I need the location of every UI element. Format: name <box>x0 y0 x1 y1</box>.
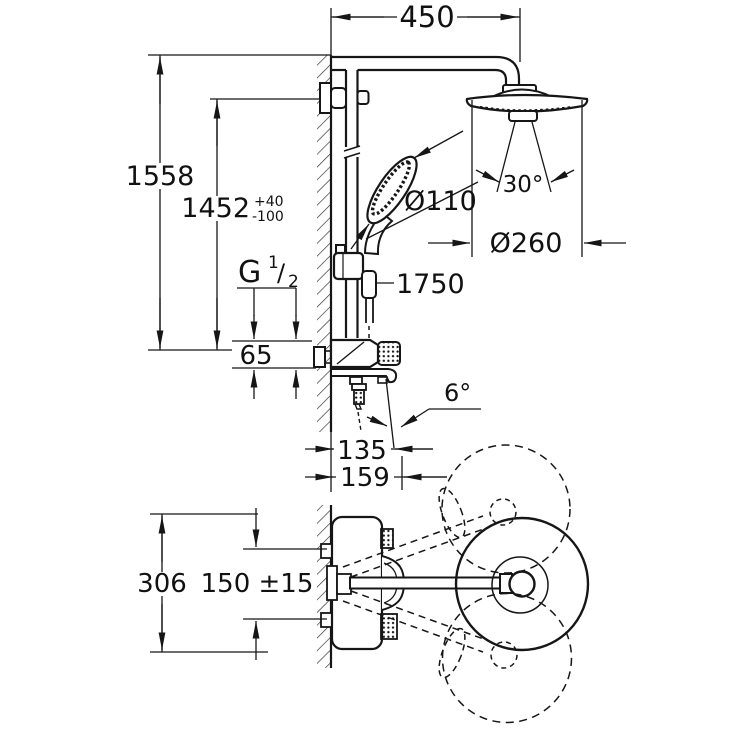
arm-plan <box>349 576 511 590</box>
thread-callout-g12 <box>237 287 297 316</box>
knob-plan-top <box>380 528 394 549</box>
supply-nub-top <box>320 543 333 559</box>
dim-label-1750: 1750 <box>396 269 465 300</box>
wall-union-plan <box>326 565 338 601</box>
dim-label-1452: 1452 <box>181 193 250 224</box>
dim-label-thread: G 1 / 2 <box>238 253 299 292</box>
dimension-arrows <box>156 13 626 660</box>
dim-label-65: 65 <box>239 341 272 371</box>
dimension-labels: 450 1558 1452 +40 -100 G 1 / 2 65 Ø110 3… <box>126 0 563 599</box>
rail-holder <box>332 244 377 344</box>
head-hub <box>508 570 536 598</box>
head-outline-plan <box>454 516 590 652</box>
shower-tray <box>330 368 398 384</box>
dim-label-dia260: Ø260 <box>490 228 563 259</box>
front-view <box>313 55 589 432</box>
knob-plan-bottom <box>380 613 398 640</box>
dim-label-159: 159 <box>340 463 390 493</box>
dimension-dia260 <box>471 100 583 257</box>
dim-label-tol-minus: -100 <box>252 209 284 225</box>
supply-union <box>313 346 326 368</box>
hand-shower-spray-face <box>370 160 412 216</box>
dim-label-306: 306 <box>137 569 187 599</box>
dimension-150 <box>243 548 327 620</box>
spray-angle-30 <box>496 121 552 193</box>
dim-label-30deg: 30° <box>503 172 544 198</box>
dim-label-6deg: 6° <box>444 379 471 407</box>
supply-nub-bottom <box>320 612 333 628</box>
shower-arm <box>331 55 521 86</box>
hand-shower <box>363 155 418 256</box>
rain-shower-head <box>465 84 589 122</box>
temperature-knob <box>377 341 401 366</box>
hand-shower-face <box>366 155 418 225</box>
arm-pivot <box>336 573 352 595</box>
dim-label-tol-plus: +40 <box>254 194 284 210</box>
hose-connector <box>361 270 377 299</box>
slide-rail <box>343 70 361 338</box>
dim-label-135: 135 <box>337 436 387 466</box>
head-swivel-range <box>342 444 573 724</box>
dim-label-450: 450 <box>399 0 454 34</box>
dim-label-150: 150 ±15 <box>201 569 314 599</box>
hand-shower-handle <box>363 211 394 256</box>
plan-view <box>317 444 590 724</box>
dim-label-dia110: Ø110 <box>404 186 477 217</box>
angle-callout-6 <box>385 378 481 449</box>
dimension-dia110 <box>365 181 479 240</box>
dim-label-1558: 1558 <box>126 161 195 192</box>
wall-bracket <box>319 82 370 114</box>
dimension-65 <box>232 340 316 369</box>
thermostat-valve <box>313 338 401 432</box>
label-backgrounds <box>129 3 567 596</box>
